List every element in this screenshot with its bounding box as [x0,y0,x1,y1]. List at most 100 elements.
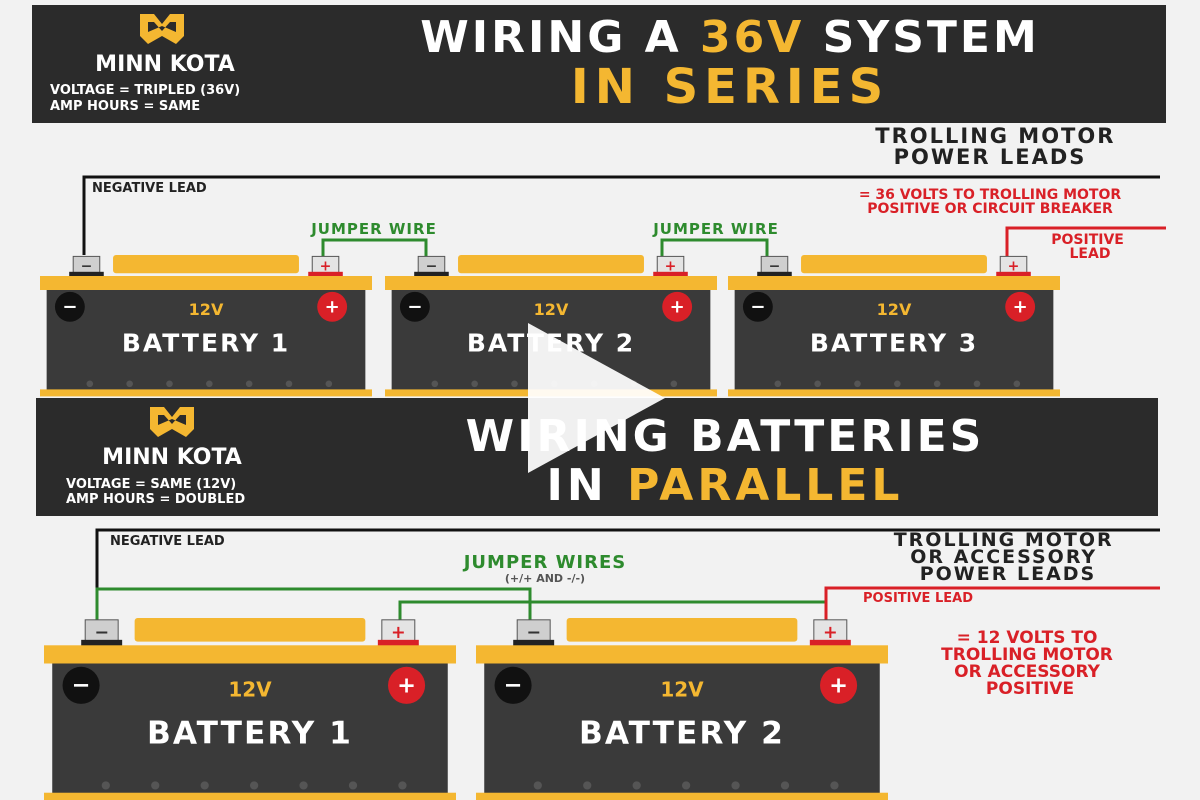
battery-vent [200,781,209,790]
plus-badge [820,666,858,704]
battery-base [40,389,372,397]
minus-badge [54,291,85,322]
negative-terminal-symbol: − [526,623,541,643]
series-leads-label: TROLLING MOTOR POWER LEADS [875,124,1124,169]
minus-badge-symbol: − [407,296,422,317]
negative-terminal-symbol: − [769,258,781,274]
minus-badge [62,666,100,704]
series-positive-lead-label: POSITIVE LEAD [1051,232,1129,262]
plus-badge-symbol: + [397,673,416,699]
parallel-jumper-label: JUMPER WIRES [462,552,627,573]
minus-badge-symbol: − [504,673,523,699]
minus-badge [494,666,532,704]
negative-terminal-base [414,271,449,277]
battery-vent [398,781,407,790]
series-jumper-wire-2 [660,238,769,257]
battery-cap [134,618,366,642]
plus-badge-symbol: + [829,673,848,699]
parallel-spec-amp-hours: AMP HOURS = DOUBLED [66,492,245,507]
battery-cap [566,618,798,642]
plus-badge [1005,291,1036,322]
battery-cap [458,255,644,274]
minus-badge [399,291,430,322]
battery-body [46,290,366,391]
battery-vent [774,380,782,388]
positive-terminal-symbol: + [1008,258,1020,274]
battery-vent [933,380,941,388]
battery-vent [731,781,740,790]
parallel-positive-lead-label: POSITIVE LEAD [863,591,973,606]
battery-lid [40,276,372,290]
parallel-jumper-sub: (+/+ AND -/-) [505,572,585,585]
battery-vent [86,380,94,388]
positive-terminal-base [809,639,851,647]
parallel-note: = 12 VOLTS TO TROLLING MOTOR OR ACCESSOR… [941,628,1119,699]
battery-lid [44,645,456,664]
plus-badge [317,291,348,322]
series-negative-lead-label: NEGATIVE LEAD [92,181,207,196]
battery-vent [245,380,253,388]
battery-voltage: 12V [877,300,912,319]
positive-terminal-symbol: + [823,623,838,643]
battery-voltage: 12V [660,677,704,701]
battery-cap [801,255,987,274]
battery-vent [670,380,678,388]
minus-badge-symbol: − [62,296,77,317]
battery-base [476,792,888,800]
battery-vent [471,380,478,388]
battery-vent [511,380,518,388]
battery-vent [285,380,293,388]
battery-lid [728,276,1060,290]
battery-vent [299,781,308,790]
parallel-section: MINN KOTA VOLTAGE = SAME (12V) AMP HOURS… [36,398,1160,800]
battery-vent [250,781,259,790]
battery-vent [632,781,641,790]
battery-vent [854,380,861,388]
negative-terminal-base [757,271,792,277]
series-title: WIRING A 36V SYSTEM [420,12,1040,63]
battery-vent [348,781,358,790]
parallel-leads-label: TROLLING MOTOR OR ACCESSORY POWER LEADS [894,529,1123,585]
parallel-positive-lead-wire [824,586,1160,622]
battery-vent [325,380,333,388]
positive-terminal-symbol: + [665,258,677,274]
plus-badge [662,291,693,322]
minus-badge [742,291,773,322]
positive-terminal-base [996,271,1031,277]
battery-vent [682,781,691,790]
positive-terminal-base [308,271,343,277]
plus-badge-symbol: + [1013,296,1028,317]
series-header-panel [32,5,1166,123]
positive-terminal-symbol: + [320,258,332,274]
minus-badge-symbol: − [750,296,765,317]
parallel-negative-lead-label: NEGATIVE LEAD [110,534,225,549]
negative-terminal-symbol: − [426,258,438,274]
plus-badge-symbol: + [670,296,685,317]
plus-badge [388,666,426,704]
negative-terminal-base [69,271,104,277]
series-jumper-label-2: JUMPER WIRE [652,220,779,238]
positive-terminal-base [377,639,419,647]
battery-name: BATTERY 1 [147,716,353,752]
battery-vent [151,781,160,790]
negative-terminal-symbol: − [94,623,109,643]
battery-vent [973,380,981,388]
series-spec-voltage: VOLTAGE = TRIPLED (36V) [50,83,240,98]
battery-base [728,389,1060,397]
series-negative-lead-wire [82,175,1160,255]
battery-vent [126,380,133,388]
series-note-line1: = 36 VOLTS TO TROLLING MOTOR [859,187,1122,203]
series-note-line2: POSITIVE OR CIRCUIT BREAKER [867,201,1113,217]
battery-vent [814,380,821,388]
play-button[interactable] [528,323,665,473]
series-jumper-wire-1 [321,238,428,257]
parallel-title-line2: IN PARALLEL [547,460,904,511]
battery-vent [830,781,839,790]
positive-terminal-symbol: + [391,623,406,643]
plus-badge-symbol: + [325,296,340,317]
play-icon[interactable] [528,323,665,473]
battery-voltage: 12V [534,300,569,319]
parallel-spec-voltage: VOLTAGE = SAME (12V) [66,477,236,492]
